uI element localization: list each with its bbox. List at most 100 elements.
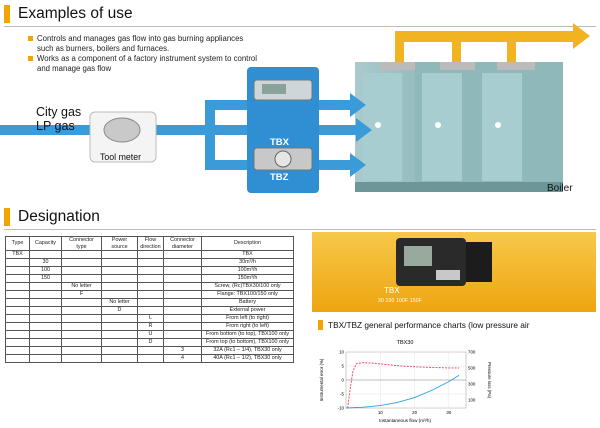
table-cell: [101, 354, 138, 363]
table-cell: [163, 274, 202, 283]
y-axis-right-label: Pressure loss (Pa): [487, 362, 492, 399]
table-cell: TBX: [201, 250, 294, 259]
table-cell: [5, 314, 30, 323]
table-cell: [29, 322, 62, 331]
table-header-cell: Connector type: [61, 236, 102, 251]
table-row: D From top (to bottom), TBX100 only: [5, 338, 294, 347]
chart-series: [345, 362, 460, 409]
table-cell: [101, 322, 138, 331]
table-header-cell: Type: [5, 236, 30, 251]
gas-line1: City gas: [36, 105, 82, 119]
table-cell: 3: [163, 346, 202, 355]
table-cell: [101, 290, 138, 299]
table-cell: [101, 274, 138, 283]
y-tick-label: -10: [338, 406, 345, 411]
designation-header: Designation: [4, 208, 100, 226]
exhaust-pipes: [395, 23, 590, 70]
table-cell: [5, 338, 30, 347]
tbz-label: TBZ: [270, 172, 289, 183]
table-cell: Flange: TBX100/150 only: [201, 290, 294, 299]
table-cell: [5, 354, 30, 363]
photo-tbx-label: TBX: [384, 286, 400, 295]
table-cell: D: [137, 338, 164, 347]
table-cell: [101, 250, 138, 259]
series-line-0: [347, 362, 460, 409]
table-cell: From left (to right): [201, 314, 294, 323]
table-cell: [61, 266, 102, 275]
table-cell: [5, 298, 30, 307]
table-cell: 30m³/h: [201, 258, 294, 267]
table-cell: [5, 330, 30, 339]
table-row: 150 150m³/h: [5, 274, 294, 283]
table-cell: R: [137, 322, 164, 331]
table-cell: [29, 354, 62, 363]
y-tick-label: 5: [342, 364, 345, 369]
table-row: F Flange: TBX100/150 only: [5, 290, 294, 299]
y-right-tick-label: 700: [468, 350, 476, 355]
table-cell: [5, 282, 30, 291]
y-right-tick-label: 300: [468, 382, 476, 387]
photo-model-list: 30 100 100F 150F: [378, 298, 423, 304]
table-cell: [163, 314, 202, 323]
x-axis-label: Instantaneous flow (m³/h): [379, 418, 431, 423]
table-cell: [101, 258, 138, 267]
boiler-units: [355, 62, 563, 192]
table-cell: [163, 322, 202, 331]
table-cell: [137, 258, 164, 267]
chart-title: TBX30: [397, 340, 414, 346]
table-cell: [163, 306, 202, 315]
table-cell: From top (to bottom), TBX100 only: [201, 338, 294, 347]
table-cell: [137, 306, 164, 315]
table-cell: 40A (Rc1 − 1/2), TBX30 only: [201, 354, 294, 363]
table-cell: [5, 266, 30, 275]
designation-divider: [4, 229, 596, 230]
table-cell: [5, 346, 30, 355]
chart-section-title: TBX/TBZ general performance charts (low …: [328, 320, 530, 330]
table-cell: [101, 338, 138, 347]
table-cell: [5, 290, 30, 299]
table-cell: [5, 322, 30, 331]
table-row: TBX TBX: [5, 250, 294, 259]
section-marker-icon: [318, 320, 323, 330]
table-row: 30 30m³/h: [5, 258, 294, 267]
table-cell: [29, 290, 62, 299]
table-cell: [61, 306, 102, 315]
examples-title: Examples of use: [18, 5, 133, 22]
table-cell: F: [61, 290, 102, 299]
product-photo: [312, 232, 596, 312]
table-cell: [29, 346, 62, 355]
table-cell: [137, 274, 164, 283]
table-cell: 150: [29, 274, 62, 283]
table-cell: External power: [201, 306, 294, 315]
table-cell: No letter: [101, 298, 138, 307]
table-cell: [163, 250, 202, 259]
table-cell: 30: [29, 258, 62, 267]
y-axis-label: Instrumental error (%): [319, 358, 324, 401]
usage-diagram: [0, 23, 590, 193]
gas-type-label: City gas LP gas: [36, 105, 81, 133]
chart-grid: [345, 351, 467, 409]
table-cell: [61, 258, 102, 267]
table-cell: TBX: [5, 250, 30, 259]
x-tick-label: 10: [378, 410, 383, 415]
table-cell: 150m³/h: [201, 274, 294, 283]
table-cell: 100m³/h: [201, 266, 294, 275]
table-header-cell: Description: [201, 236, 294, 251]
table-cell: [163, 258, 202, 267]
performance-chart: TBX30 Instantaneous flow (m³/h) Instrume…: [319, 340, 492, 423]
gas-line2: LP gas: [36, 119, 75, 133]
table-cell: [61, 250, 102, 259]
table-cell: [61, 346, 102, 355]
bullet-item: Works as a component of a factory instru…: [28, 54, 258, 73]
table-cell: Screw, (Rc)TBX30/100 only: [201, 282, 294, 291]
boiler-label: Boiler: [547, 183, 573, 194]
table-cell: From bottom (to top), TBX100 only: [201, 330, 294, 339]
